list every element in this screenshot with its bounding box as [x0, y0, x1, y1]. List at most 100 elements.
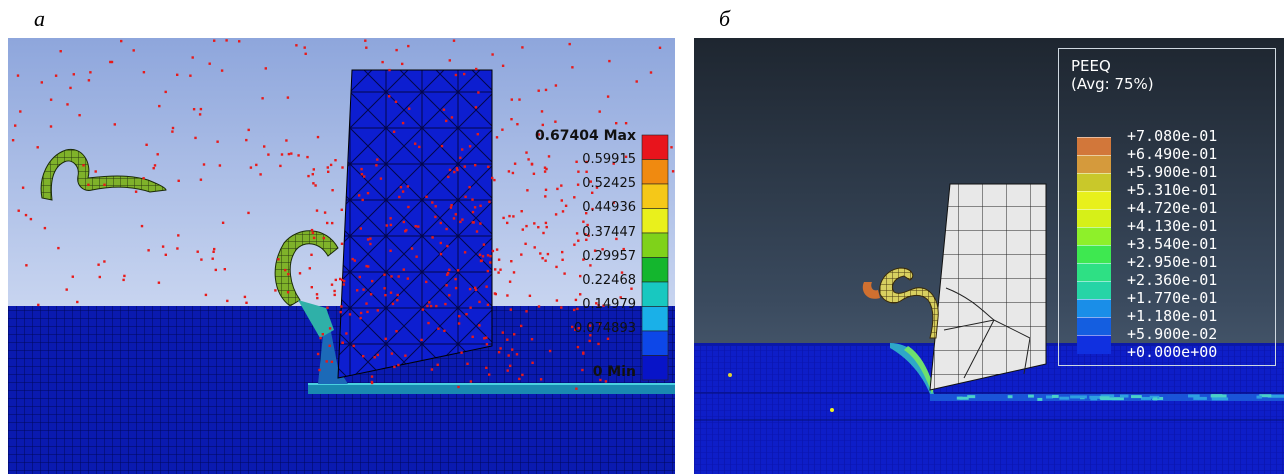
particle [389, 291, 393, 294]
particle [365, 46, 368, 49]
particle [469, 306, 472, 309]
particle [606, 95, 610, 98]
particle [624, 122, 628, 125]
particle [369, 237, 372, 240]
particle [392, 130, 396, 133]
particle [533, 246, 536, 249]
particle [312, 168, 315, 171]
particle [459, 156, 462, 159]
particle [369, 242, 372, 246]
particle [513, 333, 516, 336]
simulation-render-a [8, 38, 675, 474]
particle [485, 366, 488, 369]
particle [57, 246, 60, 250]
particle [518, 377, 521, 381]
panel-letter-b: б [719, 6, 731, 31]
particle [247, 211, 250, 215]
particle [568, 42, 571, 46]
particle [439, 252, 443, 256]
particle [330, 360, 334, 363]
particle [555, 265, 558, 269]
particle [443, 329, 446, 332]
particle [537, 133, 541, 136]
particle [612, 162, 615, 165]
particle [333, 293, 336, 297]
particle [191, 56, 194, 59]
particle [532, 172, 536, 175]
particle [414, 225, 417, 228]
particle [541, 123, 544, 127]
particle [512, 271, 516, 274]
legend-value: +4.130e-01 [1127, 217, 1218, 235]
surface-spot [1120, 394, 1129, 398]
particle [556, 187, 559, 191]
particle [171, 130, 174, 133]
particle [177, 234, 180, 237]
particle [561, 258, 564, 261]
particle [544, 259, 547, 262]
particle [212, 250, 215, 253]
particle [161, 245, 165, 248]
particle [582, 352, 585, 355]
particle [658, 46, 662, 49]
legend-value: +4.720e-01 [1127, 199, 1218, 217]
particle [385, 224, 388, 227]
particle [564, 204, 568, 207]
particle [189, 74, 192, 77]
particle [286, 96, 290, 99]
particle [164, 90, 167, 94]
particle [540, 110, 544, 113]
particle [541, 257, 544, 260]
particle [366, 238, 370, 241]
particle [406, 277, 409, 280]
particle [493, 292, 497, 295]
particle [363, 175, 366, 178]
particle [334, 159, 337, 162]
particle [577, 239, 580, 242]
particle [506, 369, 509, 372]
particle [576, 345, 580, 349]
particle [491, 53, 494, 56]
legend-color-band [641, 281, 669, 307]
particle [499, 347, 502, 350]
particle [488, 373, 491, 376]
particle [298, 272, 302, 275]
legend-color-band [1077, 245, 1111, 264]
particle [401, 62, 404, 66]
particle [471, 198, 474, 201]
particle [280, 153, 284, 156]
surface-spot [1007, 395, 1013, 399]
particle [247, 128, 250, 132]
simulation-panel-b: PEEQ (Avg: 75%) +7.080e-01 +6.490e-01 +5… [694, 38, 1284, 474]
particle [71, 275, 74, 278]
particle [598, 323, 602, 326]
particle [491, 249, 495, 253]
particle [539, 378, 543, 381]
particle [584, 233, 587, 236]
particle [360, 167, 363, 171]
particle [463, 165, 466, 168]
contour-legend: PEEQ (Avg: 75%) +7.080e-01 +6.490e-01 +5… [1058, 48, 1276, 366]
particle [286, 291, 290, 294]
surface-spot [1259, 394, 1272, 398]
particle [506, 221, 509, 225]
particle [49, 98, 53, 101]
particle [314, 184, 317, 187]
particle [401, 190, 405, 193]
particle [606, 337, 610, 340]
particle [290, 152, 293, 155]
particle [448, 294, 451, 297]
particle [501, 128, 504, 131]
particle [123, 274, 126, 278]
legend-color-band [1077, 281, 1111, 300]
particle [670, 146, 673, 149]
particle [649, 71, 653, 74]
particle [427, 321, 430, 325]
particle [25, 264, 28, 267]
particle [542, 231, 545, 235]
particle [471, 335, 474, 338]
particle [510, 98, 513, 101]
particle [353, 259, 356, 262]
particle [508, 214, 511, 218]
legend-title: PEEQ [1071, 57, 1111, 75]
